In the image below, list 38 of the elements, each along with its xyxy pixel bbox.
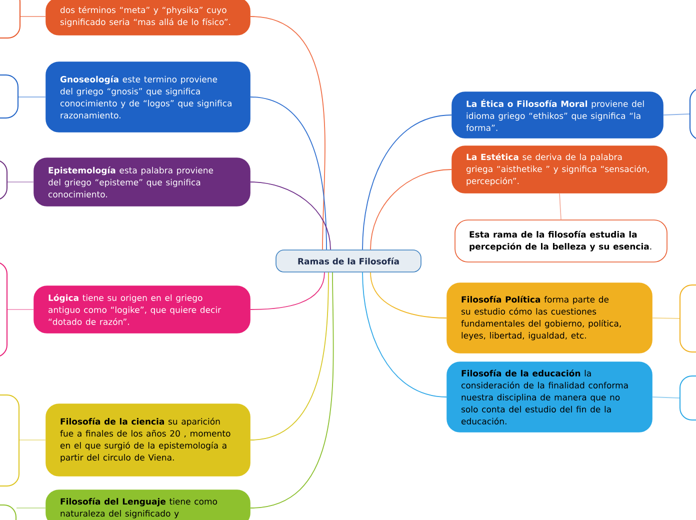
topic-box: La Estética se deriva de la palabra griega “aisthetike ” y significa “sensación, percepción”. [452, 146, 668, 194]
connector [370, 272, 448, 318]
topic-box: La Ética o Filosofía Moral proviene del idioma griego “ethikos” que significa “la forma”. [452, 92, 664, 138]
connector [370, 169, 452, 250]
topic-box [680, 376, 696, 420]
topic-box [690, 88, 696, 140]
connector [18, 96, 46, 98]
topic-box [680, 284, 696, 352]
topic-box [0, 160, 8, 200]
connector [7, 309, 34, 310]
note-box: Esta rama de la filosofía estudia la percepción de la belleza y su esencia. [454, 220, 668, 262]
topic-box [0, 0, 20, 38]
connector [652, 318, 680, 319]
topic-box: Filosofía del Lenguaje tiene como naturaleza del significado y [46, 490, 250, 520]
topic-box: Gnoseología este termino proviene del griego “gnosis” que significa conocimiento y de “logos” que significa razonamiento. [46, 62, 250, 132]
topic-box: Epistemología esta palabra proviene del griego “episteme” que significa conocimiento. [34, 158, 250, 206]
connector [662, 114, 690, 116]
topic-box [0, 504, 16, 520]
topic-box [0, 394, 20, 486]
topic-box: Lógica tiene su origen en el griego antiguo como “logike”, que quiere decir “dotado de razón”. [34, 286, 250, 334]
connector [362, 272, 448, 398]
connector [362, 114, 452, 250]
connector [559, 192, 562, 220]
topic-box [0, 262, 8, 358]
connector [250, 272, 325, 310]
topic-box: Filosofía de la educación la consideración de la finalidad conforma nuestra disciplina de manera que no solo conta del estudio del fin de la educación. [446, 362, 652, 432]
topic-box: Filosofía Política forma parte de su estudio cómo las cuestiones fundamentales del gobierno, política, leyes, libertad, igualdad, etc. [446, 282, 652, 354]
connector [250, 182, 331, 250]
connector [20, 16, 46, 17]
topic-box: Filosofía de la ciencia su aparición fue a finales de los años 20 , momento en el que surgió de la epistemología a partir del circulo de Viena. [46, 404, 250, 476]
connector [652, 396, 680, 398]
connector [250, 96, 327, 250]
connector [250, 272, 329, 440]
topic-box: dos términos “meta” y “physika” cuyo significado seria “mas allá de lo físico”. [46, 0, 250, 36]
connector [250, 272, 334, 508]
connector [250, 16, 326, 250]
topic-box [0, 74, 18, 118]
central-topic: Ramas de la Filosofía [276, 250, 422, 272]
